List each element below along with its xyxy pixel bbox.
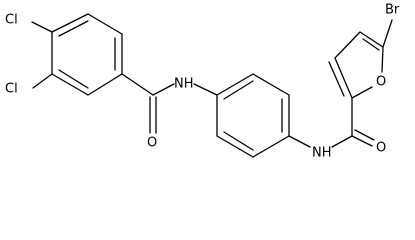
bond-inner [58, 69, 89, 89]
bond-inner [362, 38, 380, 51]
amide-nh-label-1: NH [174, 77, 194, 92]
bond-ring-n2 [288, 135, 311, 148]
bond [51, 73, 89, 96]
bond [334, 57, 353, 99]
bond [359, 31, 384, 48]
chlorine-label-1: Cl [5, 13, 18, 28]
structure-canvas: Cl Cl O NH NH O O Br [5, 3, 400, 161]
bond [381, 46, 384, 73]
bond-c-cl1 [31, 21, 53, 33]
furan-oxygen-label: O [376, 75, 386, 90]
carbonyl-oxygen-label-2: O [376, 141, 386, 156]
carbonyl-oxygen-label-1: O [147, 136, 157, 151]
bond [216, 73, 254, 96]
bond-n2-carbonyl2 [331, 135, 353, 148]
bond-inner [328, 61, 345, 97]
bond-n1-ring [193, 83, 218, 96]
chlorine-label-2: Cl [5, 82, 18, 97]
bond [334, 31, 361, 59]
bond-ring-carbonyl1 [121, 73, 154, 96]
dichlorophenyl-ring [51, 13, 123, 96]
bond [252, 135, 290, 158]
bond-inner [223, 80, 254, 100]
amide-nh-label-2: NH [312, 146, 332, 161]
bond [252, 73, 290, 96]
bromine-label: Br [385, 3, 400, 18]
molecule-structure: Cl Cl O NH NH O O Br [5, 3, 400, 161]
bond-carbonyl2-o-double [354, 129, 375, 141]
bond-carbonyl2-o [351, 135, 373, 147]
bond [216, 135, 254, 158]
bond-c-cl2 [32, 73, 53, 89]
bond [51, 13, 89, 33]
bond-c-br [382, 19, 393, 48]
bond [87, 73, 123, 96]
phenylene-ring [216, 73, 290, 158]
bond [87, 13, 123, 35]
bond-inner [58, 20, 89, 37]
bond [351, 86, 373, 99]
furan-ring [328, 31, 384, 99]
bond-carbonyl1-n [152, 83, 175, 96]
bond-inner [223, 131, 254, 151]
